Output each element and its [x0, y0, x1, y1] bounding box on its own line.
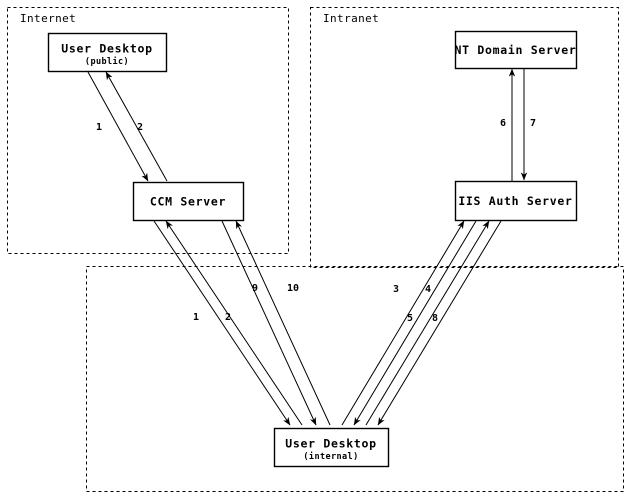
- edge-label-edge-2-internal-desktop-to-ccm: 2: [225, 312, 231, 323]
- node-subtitle-user-desktop-internal: (internal): [303, 451, 358, 462]
- edge-labels-layer: 1 2 6 7 1 2 9 10 3 4 5 8: [96, 118, 536, 324]
- edge-1-user-desktop-public-to-ccm-server: [87, 71, 149, 182]
- zones-layer: Internet Intranet: [7, 7, 624, 492]
- node-ccm-server: CCM Server: [132, 181, 245, 222]
- node-title-user-desktop-public: User Desktop: [61, 42, 152, 56]
- edges-layer: [87, 68, 528, 426]
- zone-label-intranet: Intranet: [323, 12, 379, 25]
- zone-border-intranet: [310, 7, 619, 268]
- node-nt-domain-server: NT Domain Server: [454, 30, 578, 70]
- edge-2-user-desktop-internal-to-ccm-server: [165, 220, 303, 426]
- edge-label-edge-8-iis-to-desktop: 8: [432, 313, 438, 324]
- edge-2-ccm-server-to-user-desktop-public: [105, 71, 168, 182]
- edge-8-iis-auth-server-to-user-desktop-internal: [377, 220, 502, 426]
- node-title-iis-auth-server: IIS Auth Server: [458, 194, 572, 208]
- node-title-user-desktop-internal: User Desktop: [285, 437, 376, 451]
- edge-label-edge-1-public-to-ccm: 1: [96, 122, 102, 133]
- edge-4-iis-auth-server-to-user-desktop-internal: [353, 220, 477, 426]
- edge-label-edge-7-nt-to-iis: 7: [530, 118, 536, 129]
- edge-label-edge-1-internal-ccm-to-desktop: 1: [193, 312, 199, 323]
- node-subtitle-user-desktop-public: (public): [85, 56, 129, 67]
- edge-5-user-desktop-internal-to-iis-auth-server: [365, 220, 490, 426]
- zone-border-internet: [7, 7, 289, 254]
- edge-1-ccm-server-to-user-desktop-internal: [153, 220, 291, 426]
- zone-border-internal-zone: [86, 266, 624, 492]
- edge-label-edge-4-iis-to-desktop: 4: [425, 284, 431, 295]
- edge-label-edge-10-desktop-to-ccm: 10: [287, 283, 299, 294]
- zone-label-internet: Internet: [20, 12, 76, 25]
- edge-label-edge-6-iis-to-nt: 6: [500, 118, 506, 129]
- edge-9-ccm-server-to-user-desktop-internal: [221, 220, 317, 426]
- edge-3-user-desktop-internal-to-iis-auth-server: [341, 220, 465, 426]
- edge-label-edge-3-desktop-to-iis: 3: [393, 284, 399, 295]
- node-user-desktop-public: User Desktop(public): [47, 32, 168, 73]
- zone-internet: Internet: [7, 7, 289, 254]
- node-box-ccm-server: [132, 181, 245, 222]
- edge-10-user-desktop-internal-to-ccm-server: [235, 220, 331, 426]
- edge-label-edge-2-ccm-to-public: 2: [137, 122, 143, 133]
- zone-internal-zone: [86, 266, 624, 492]
- node-title-nt-domain-server: NT Domain Server: [455, 43, 577, 57]
- node-box-user-desktop-public: [47, 32, 168, 73]
- node-box-iis-auth-server: [454, 180, 578, 222]
- edge-label-edge-9-ccm-to-desktop: 9: [252, 283, 258, 294]
- zone-intranet: Intranet: [310, 7, 619, 268]
- node-iis-auth-server: IIS Auth Server: [454, 180, 578, 222]
- node-box-user-desktop-internal: [273, 427, 390, 468]
- node-user-desktop-internal: User Desktop(internal): [273, 427, 390, 468]
- edge-label-edge-5-desktop-to-iis: 5: [407, 313, 413, 324]
- node-box-nt-domain-server: [454, 30, 578, 70]
- node-title-ccm-server: CCM Server: [150, 195, 226, 209]
